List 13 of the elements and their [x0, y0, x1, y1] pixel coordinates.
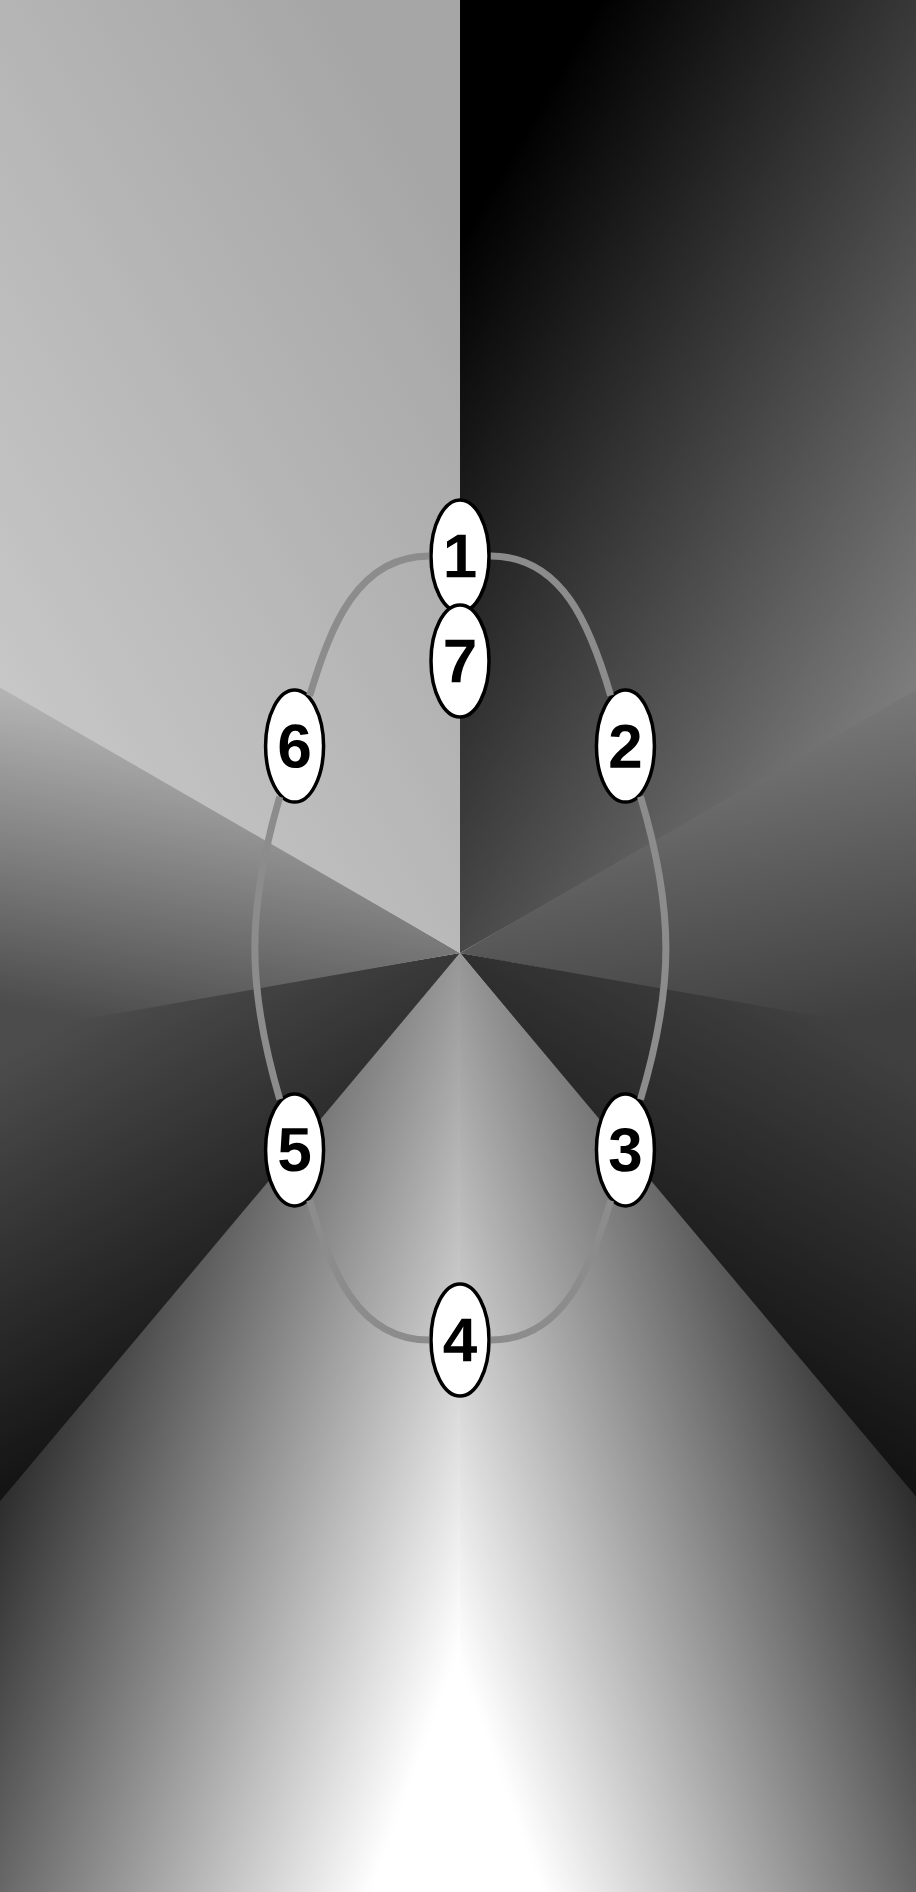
ring-arc	[251, 795, 284, 1101]
number-oval: 4	[429, 1282, 491, 1398]
number-oval: 6	[263, 688, 326, 804]
ring-arc	[306, 552, 430, 697]
number-oval: 5	[263, 1092, 326, 1208]
number-oval: 2	[594, 688, 657, 804]
number-oval: 7	[429, 603, 491, 719]
ring-arc	[490, 1199, 614, 1344]
ring-arc	[490, 552, 614, 697]
ring-arc	[306, 1199, 430, 1344]
number-oval: 1	[429, 498, 491, 614]
number-oval: 3	[594, 1092, 657, 1208]
ring-arc	[637, 795, 670, 1101]
